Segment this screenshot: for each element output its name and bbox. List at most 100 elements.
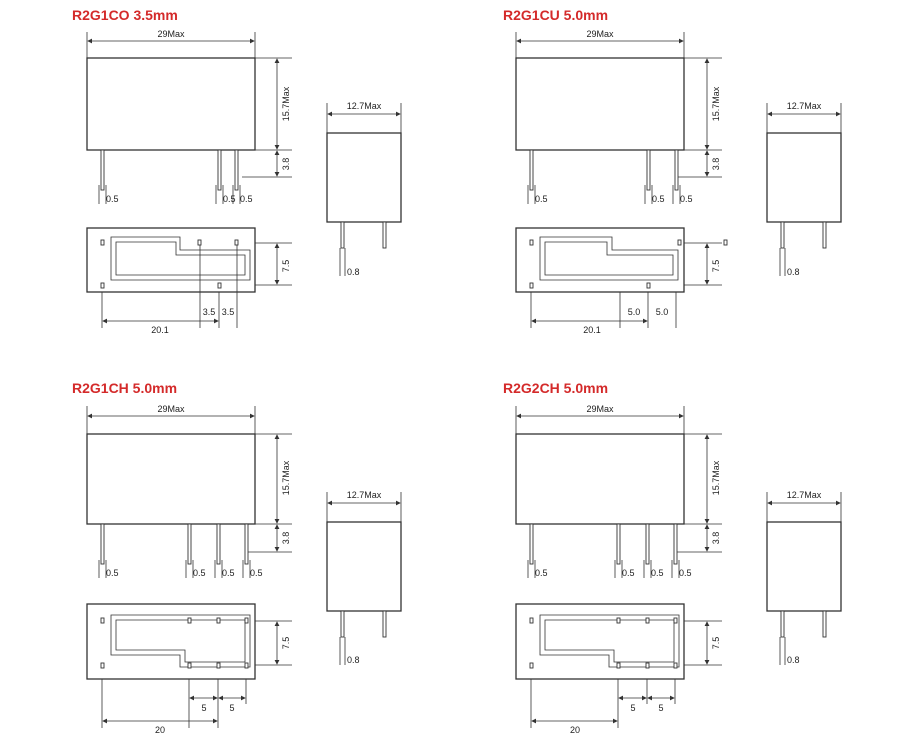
pin — [234, 149, 239, 191]
side-pin-dim: 0.8 — [347, 267, 360, 277]
relay-body-side — [326, 521, 402, 612]
pitch-dim: 3.5 — [203, 307, 216, 317]
side-pin — [382, 610, 387, 638]
panel-r2g1cu: R2G1CU 5.0mm 29Max 15.7Max 3.8 0.5 0.5 0… — [503, 7, 842, 335]
side-pin — [340, 610, 345, 638]
pin — [616, 523, 621, 565]
pad — [187, 662, 192, 669]
pad — [616, 617, 621, 624]
side-pin — [340, 221, 345, 249]
side-pin-dim: 0.8 — [347, 655, 360, 665]
pin-width-dim: 0.5 — [535, 568, 548, 578]
side-pin — [382, 221, 387, 249]
side-pin-dim: 0.8 — [787, 655, 800, 665]
pin — [100, 523, 105, 565]
pin-width-dim: 0.5 — [651, 568, 664, 578]
width-dim: 12.7Max — [787, 490, 822, 500]
pad — [244, 662, 249, 669]
pin — [217, 149, 222, 191]
length-dim: 29Max — [586, 404, 614, 414]
relay-bottom — [515, 603, 685, 680]
pad — [216, 662, 221, 669]
pitch-dim: 5 — [229, 703, 234, 713]
width-dim: 12.7Max — [347, 490, 382, 500]
overall-dim: 20.1 — [583, 325, 601, 335]
overall-dim: 20.1 — [151, 325, 169, 335]
pad — [723, 239, 728, 246]
relay-body-side — [766, 521, 842, 612]
height-dim: 15.7Max — [281, 86, 291, 121]
pin-width-dim: 0.5 — [680, 194, 693, 204]
pin — [100, 149, 105, 191]
length-dim: 29Max — [157, 29, 185, 39]
pin-width-dim: 0.5 — [250, 568, 263, 578]
pin-width-dim: 0.5 — [222, 568, 235, 578]
pin-width-dim: 0.5 — [535, 194, 548, 204]
side-pin — [822, 221, 827, 249]
side-pin-dim: 0.8 — [787, 267, 800, 277]
pin-width-dim: 0.5 — [622, 568, 635, 578]
pitch-dim: 5.0 — [656, 307, 669, 317]
relay-bottom — [86, 603, 256, 680]
row-spacing-dim: 7.5 — [711, 637, 721, 650]
pad — [673, 617, 678, 624]
row-spacing-dim: 7.5 — [281, 637, 291, 650]
pin — [529, 149, 534, 191]
pad — [529, 282, 534, 289]
pad — [646, 282, 651, 289]
overall-dim: 20 — [570, 725, 580, 735]
pin-length-dim: 3.8 — [281, 532, 291, 545]
length-dim: 29Max — [157, 404, 185, 414]
panel-title: R2G1CH 5.0mm — [72, 380, 177, 396]
panel-title: R2G1CO 3.5mm — [72, 7, 178, 23]
relay-body-side — [326, 132, 402, 223]
pin-width-dim: 0.5 — [240, 194, 253, 204]
relay-body-side — [766, 132, 842, 223]
pin — [216, 523, 221, 565]
pitch-dim: 5 — [630, 703, 635, 713]
pad — [187, 617, 192, 624]
pad — [673, 662, 678, 669]
pad — [100, 282, 105, 289]
pin-width-dim: 0.5 — [106, 194, 119, 204]
relay-body-front — [515, 57, 685, 151]
pin — [529, 523, 534, 565]
pin — [645, 523, 650, 565]
height-dim: 15.7Max — [711, 460, 721, 495]
panel-r2g2ch: R2G2CH 5.0mm 29Max 15.7Max 3.8 0.5 0.5 0… — [503, 380, 842, 735]
pitch-dim: 3.5 — [222, 307, 235, 317]
pad — [100, 662, 105, 669]
pin — [674, 149, 679, 191]
relay-bottom — [515, 227, 685, 293]
pin-width-dim: 0.5 — [193, 568, 206, 578]
pin — [646, 149, 651, 191]
panel-r2g1ch: R2G1CH 5.0mm 29Max 15.7Max 3.8 0.5 0.5 0… — [72, 380, 402, 735]
pin — [244, 523, 249, 565]
pitch-dim: 5 — [201, 703, 206, 713]
pin — [187, 523, 192, 565]
row-spacing-dim: 7.5 — [711, 260, 721, 273]
pin-length-dim: 3.8 — [711, 532, 721, 545]
row-spacing-dim: 7.5 — [281, 260, 291, 273]
pad — [100, 617, 105, 624]
pin-width-dim: 0.5 — [679, 568, 692, 578]
pitch-dim: 5 — [658, 703, 663, 713]
pin — [673, 523, 678, 565]
pad — [100, 239, 105, 246]
pad — [529, 239, 534, 246]
width-dim: 12.7Max — [347, 101, 382, 111]
panel-title: R2G1CU 5.0mm — [503, 7, 608, 23]
height-dim: 15.7Max — [281, 460, 291, 495]
pad — [529, 662, 534, 669]
pitch-dim: 5.0 — [628, 307, 641, 317]
pad — [197, 239, 202, 246]
pin-length-dim: 3.8 — [281, 158, 291, 171]
length-dim: 29Max — [586, 29, 614, 39]
panel-r2g1co: R2G1CO 3.5mm 29Max 15.7Max 3.8 0.5 0.5 0… — [72, 7, 402, 335]
pad — [616, 662, 621, 669]
relay-body-front — [86, 57, 256, 151]
pin-width-dim: 0.5 — [106, 568, 119, 578]
width-dim: 12.7Max — [787, 101, 822, 111]
side-pin — [780, 221, 785, 249]
